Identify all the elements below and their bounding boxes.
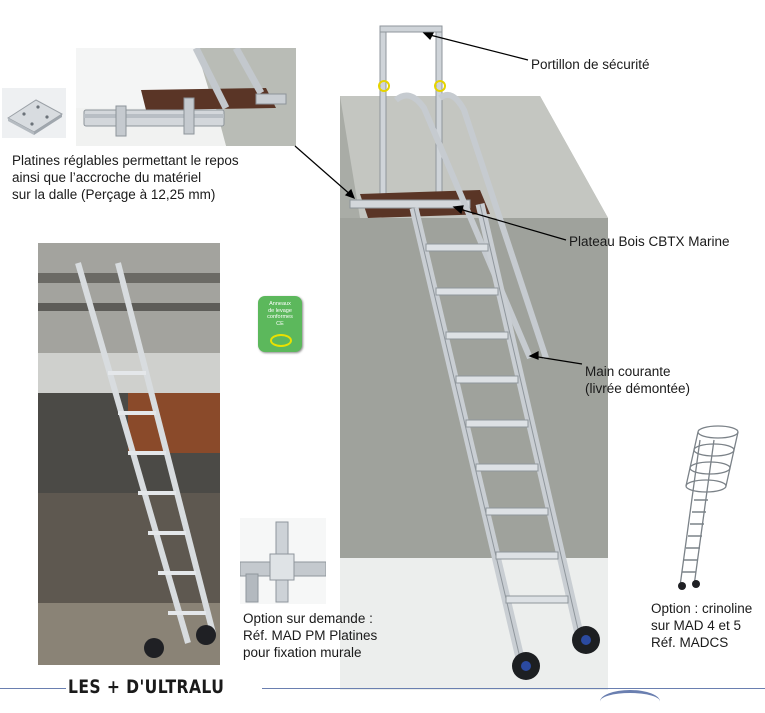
footer-logo-arc: [600, 690, 660, 713]
caption-platines: Platines réglables permettant le repos a…: [12, 153, 239, 202]
caption-option-demande: Option sur demande : Réf. MAD PM Platine…: [243, 611, 378, 660]
compliance-badge: Anneaux de levage conformes CE: [258, 296, 302, 352]
crinoline-option-image: [670, 420, 754, 592]
leader-lines: [294, 32, 583, 365]
badge-text: Anneaux de levage conformes CE: [267, 301, 293, 327]
site-photo: [38, 243, 220, 665]
footer-title: LES + D'ULTRALU: [68, 676, 225, 698]
footer-rule-left: [0, 688, 66, 689]
wall-plate-option-image: [240, 518, 326, 604]
caption-portillon: Portillon de sécurité: [531, 57, 650, 72]
footer-rule-right: [262, 688, 765, 689]
platform-detail-image: [76, 48, 296, 146]
plate-thumbnail: [2, 88, 66, 138]
caption-main-courante: Main courante (livrée démontée): [585, 364, 691, 396]
caption-option-crinoline: Option : crinoline sur MAD 4 et 5 Réf. M…: [651, 601, 753, 650]
caption-plateau: Plateau Bois CBTX Marine: [569, 234, 730, 249]
ring-icon: [270, 334, 292, 347]
main-ladder-render: [340, 18, 610, 690]
